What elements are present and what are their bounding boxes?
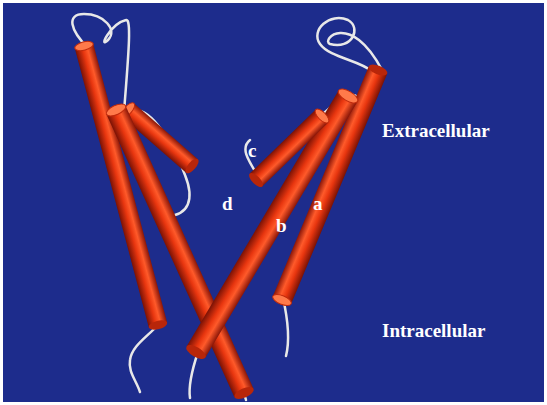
region-label: Extracellular: [382, 121, 490, 140]
helix-letter: d: [222, 194, 233, 213]
cylinder-cap: [336, 86, 360, 106]
helix-cylinder: [105, 101, 256, 401]
cylinder-cap: [74, 40, 95, 53]
helix-cylinder: [184, 86, 360, 362]
cylinder-body: [250, 110, 329, 187]
cylinder-body: [187, 90, 358, 357]
cylinder-cap: [271, 292, 293, 308]
cylinder-cap: [313, 107, 331, 125]
helix-letter: c: [248, 141, 256, 160]
cylinder-end: [148, 319, 169, 332]
helix-letter: a: [313, 194, 323, 213]
background: [3, 3, 544, 402]
cylinder-end: [247, 171, 265, 189]
cylinder-end: [367, 62, 389, 78]
helix-cylinder: [247, 107, 331, 189]
loop-lines: [72, 14, 382, 400]
cylinder-body: [106, 106, 253, 398]
cylinder-end: [233, 384, 256, 401]
cylinder-end: [184, 342, 208, 362]
helix-letter: b: [276, 216, 287, 235]
region-label: Intracellular: [382, 321, 485, 340]
cylinder-cap: [105, 101, 128, 118]
cylinder-end: [183, 157, 201, 176]
